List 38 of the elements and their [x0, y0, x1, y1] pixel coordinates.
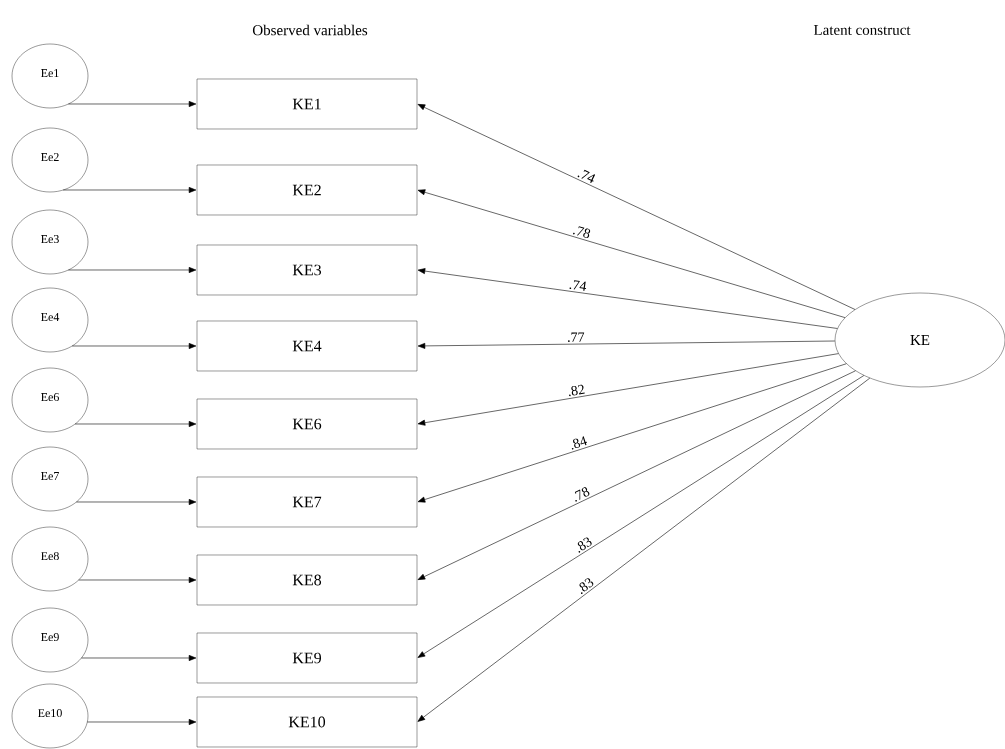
edge-label: .83: [571, 534, 595, 555]
arrow: [417, 104, 856, 310]
edge-label: .82: [565, 383, 587, 398]
edge-label: .74: [567, 278, 589, 293]
variable-box: KE2: [196, 164, 418, 216]
arrow: [417, 189, 846, 318]
arrow: [74, 421, 197, 427]
edge-label: .83: [573, 575, 597, 597]
variable-box: KE9: [196, 632, 418, 684]
column-heading: Latent construct: [813, 25, 911, 35]
variable-box: KE7: [196, 476, 418, 528]
arrow: [417, 353, 839, 426]
variable-box: KE10: [196, 696, 418, 748]
edge-label: .78: [570, 223, 593, 241]
arrow: [87, 719, 197, 725]
arrow: [68, 267, 197, 273]
variable-box: KE4: [196, 320, 418, 372]
arrow: [68, 101, 197, 107]
arrow: [71, 343, 197, 349]
column-heading: Observed variables: [252, 24, 368, 36]
variable-box: KE3: [196, 244, 418, 296]
arrow: [417, 340, 836, 349]
variable-box: KE6: [196, 398, 418, 450]
edge-label: .77: [566, 331, 586, 343]
arrow: [76, 499, 197, 505]
arrow: [417, 268, 838, 329]
variable-box: KE1: [196, 78, 418, 130]
variable-box: KE8: [196, 554, 418, 606]
arrow: [62, 187, 197, 193]
arrow: [78, 577, 197, 583]
arrow: [417, 377, 871, 722]
arrow: [417, 370, 856, 580]
edge-label: .84: [567, 434, 590, 452]
arrow: [417, 375, 865, 658]
edge-label: .78: [569, 484, 592, 504]
arrow: [417, 363, 847, 503]
arrow: [81, 655, 197, 661]
edge-label: .74: [575, 166, 598, 186]
